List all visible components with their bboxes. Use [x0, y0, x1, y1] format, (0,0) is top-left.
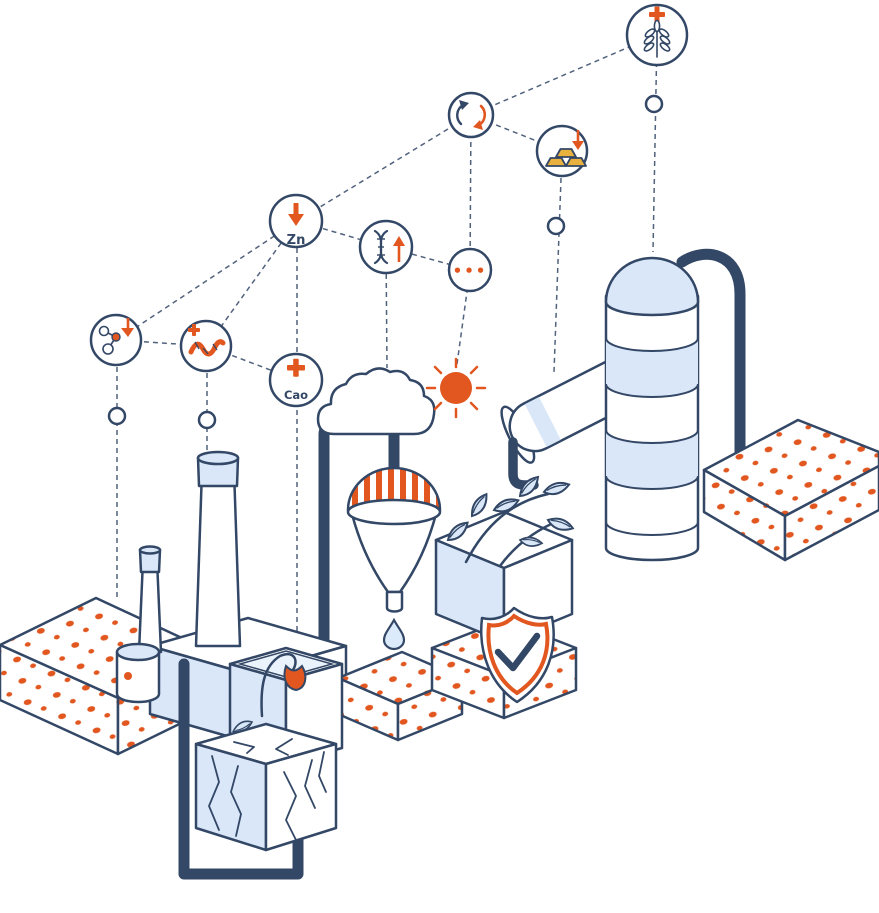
cracks	[208, 738, 327, 843]
node-dot	[107, 406, 127, 426]
zinc-label: Zn	[287, 233, 306, 248]
node-dot	[197, 410, 217, 430]
cracked-soil-block	[194, 722, 338, 852]
node-dot	[546, 216, 566, 236]
chimney-thin	[137, 545, 163, 654]
storage-cylinder	[115, 642, 161, 704]
funnel-hopper	[346, 466, 442, 651]
cao-label: Cao	[284, 388, 308, 402]
chimney-tall	[194, 450, 242, 648]
zinc-down-icon: Zn	[268, 193, 324, 249]
exhaust-pipe	[676, 248, 746, 506]
worm-plus-icon	[179, 319, 233, 373]
sun-icon	[425, 357, 487, 419]
connector-dots	[107, 94, 664, 430]
ellipsis-icon: •••	[447, 247, 493, 293]
silo-dome	[604, 256, 700, 317]
flower-head	[283, 664, 307, 692]
check-mark	[494, 632, 541, 672]
water-droplet-icon	[382, 617, 406, 651]
wheat-plus-icon	[625, 3, 689, 67]
soil-mound-right	[702, 418, 879, 562]
silo-column	[604, 256, 700, 562]
gold-ingots-down-icon	[535, 124, 589, 178]
leaf-plant	[443, 473, 576, 568]
funnel-cone	[350, 512, 438, 594]
cao-plus-icon: Cao	[268, 352, 324, 408]
wilted-flower	[230, 653, 307, 759]
molecule-down-icon	[89, 313, 143, 367]
node-dot	[644, 94, 664, 114]
ellipsis-glyph: •••	[453, 262, 488, 280]
recycle-arrows-icon	[447, 91, 495, 139]
shield-check-icon	[480, 606, 555, 704]
dna-up-icon	[358, 219, 414, 275]
cloud-icon	[316, 367, 436, 436]
funnel-spout	[385, 590, 404, 613]
funnel-rim	[346, 498, 442, 526]
